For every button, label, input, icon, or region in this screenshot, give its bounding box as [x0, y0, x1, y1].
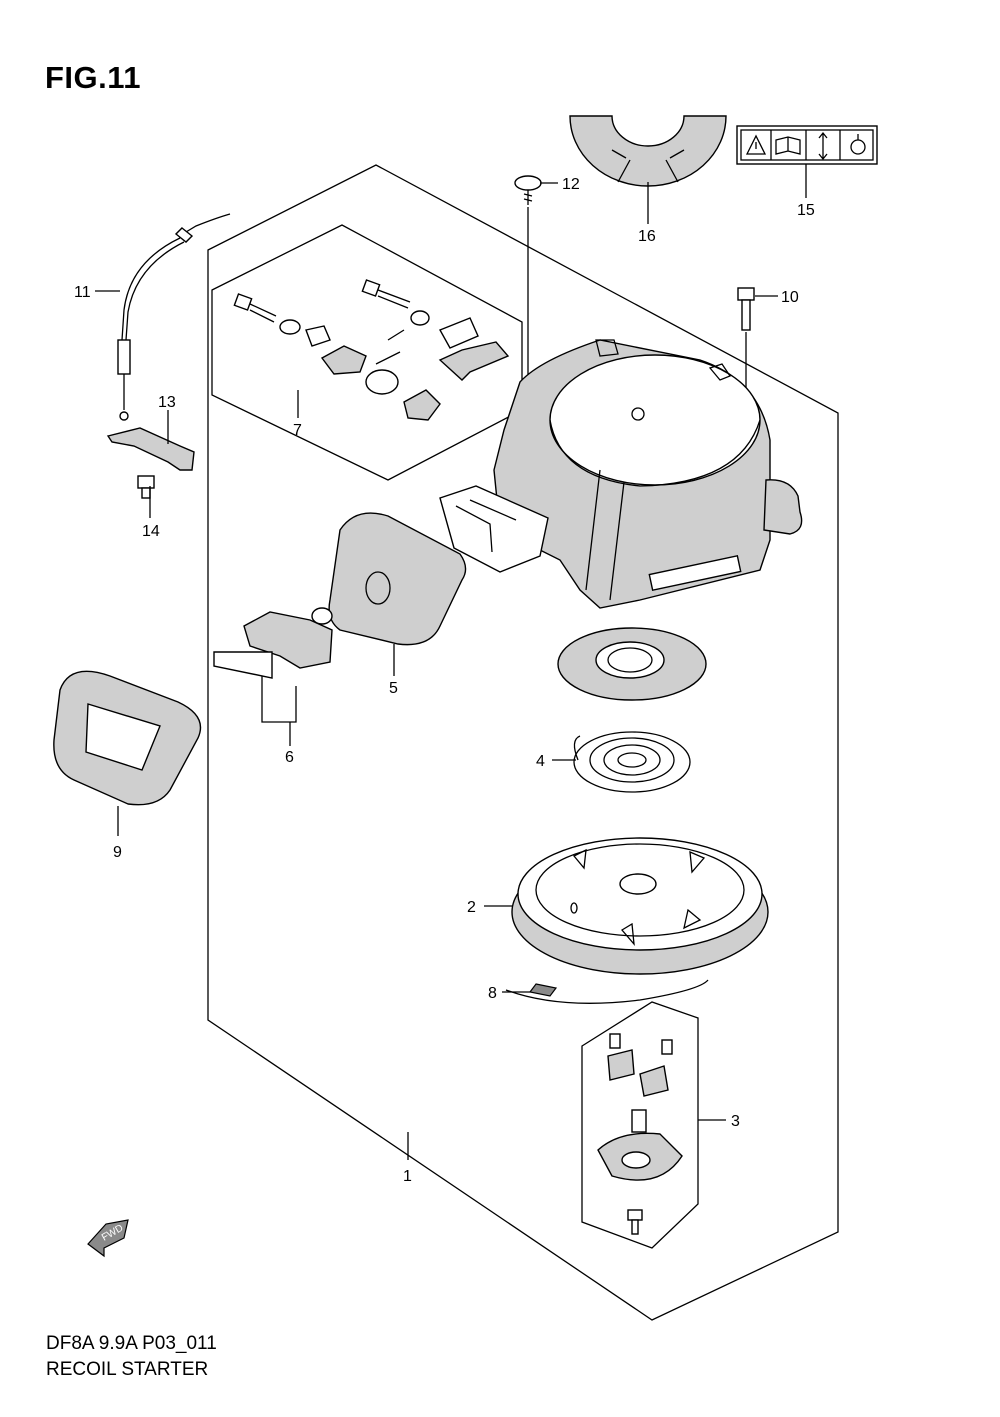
callout-9: 9	[113, 844, 122, 861]
leader-lines	[95, 164, 807, 1160]
callout-11: 11	[74, 284, 91, 301]
callout-3: 3	[731, 1113, 740, 1130]
callout-13: 13	[158, 394, 176, 411]
spring-part-4	[573, 731, 691, 793]
cable-part-11	[117, 213, 231, 421]
bolt-part-10	[737, 287, 755, 392]
kit-parts-7	[233, 279, 510, 421]
grip-part-9	[53, 670, 202, 806]
bolt-part-14	[137, 475, 155, 499]
figure-title: FIG.11	[45, 60, 142, 95]
callout-14: 14	[142, 523, 160, 540]
reel-part-2	[511, 837, 769, 975]
callout-15: 15	[797, 202, 815, 219]
figure-name: RECOIL STARTER	[46, 1359, 209, 1380]
screw-part-12	[514, 175, 542, 388]
assembly-outline	[207, 164, 839, 1321]
arrow-updown-icon	[818, 131, 828, 161]
callout-10: 10	[781, 289, 799, 306]
callout-2: 2	[467, 899, 476, 916]
warning-icon	[745, 134, 767, 155]
ratchet-kit-part-3	[597, 1033, 683, 1235]
manual-icon	[775, 136, 801, 155]
spring-case	[557, 627, 707, 701]
callout-7: 7	[293, 422, 302, 439]
callout-5: 5	[389, 680, 398, 697]
bracket-part-13	[106, 427, 195, 471]
callout-8: 8	[488, 985, 497, 1002]
callout-16: 16	[638, 228, 656, 245]
label-plate-part-15	[736, 125, 878, 165]
callout-4: 4	[536, 753, 545, 770]
decal-part-16	[569, 115, 727, 187]
handle-part-6	[213, 607, 333, 723]
forward-arrow-icon: FWD	[87, 1219, 129, 1258]
callout-6: 6	[285, 749, 294, 766]
handle-cover-part-5	[328, 512, 467, 646]
subkit-3-outline	[581, 1001, 699, 1249]
callout-1: 1	[403, 1168, 412, 1185]
callout-12: 12	[562, 176, 580, 193]
starter-housing	[439, 339, 803, 609]
rope-part-8	[505, 979, 709, 1004]
figure-code: DF8A 9.9A P03_011	[46, 1333, 217, 1354]
